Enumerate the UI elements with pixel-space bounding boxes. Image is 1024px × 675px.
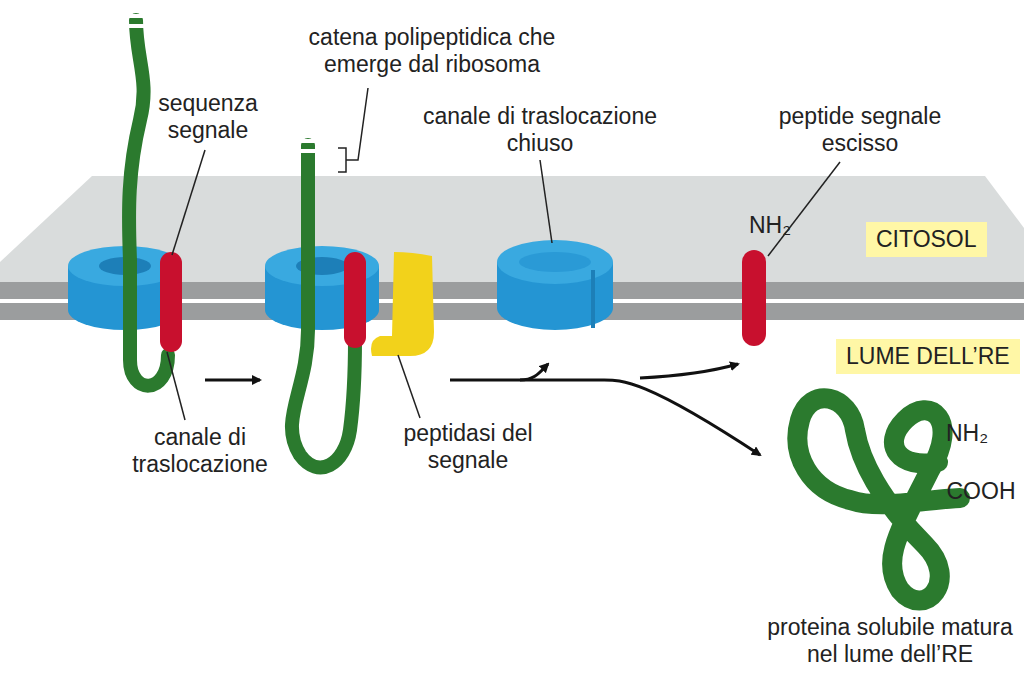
stage-one xyxy=(68,14,182,386)
excised-peptide xyxy=(742,250,766,346)
region-label: CITOSOL xyxy=(876,226,977,253)
region-box: CITOSOL xyxy=(866,222,987,257)
part-label: canale di traslocazione xyxy=(100,424,300,478)
part-label: NH₂ xyxy=(740,212,800,239)
part-label: sequenza segnale xyxy=(148,90,268,144)
part-label: peptide segnale escisso xyxy=(755,103,965,157)
part-label: catena polipeptidica che emerge dal ribo… xyxy=(292,24,572,78)
region-box: LUME DELL’RE xyxy=(836,339,1020,374)
part-label: canale di traslocazione chiuso xyxy=(395,103,685,157)
region-label: LUME DELL’RE xyxy=(846,343,1010,370)
part-label: peptidasi del segnale xyxy=(388,420,548,474)
leader-lines xyxy=(167,88,840,420)
part-label: NH₂ xyxy=(937,420,997,447)
stage-two xyxy=(265,139,434,467)
part-label: proteina solubile matura nel lume dell’R… xyxy=(760,614,1020,668)
part-label: COOH xyxy=(941,478,1021,505)
closed-channel xyxy=(497,240,613,330)
mature-protein xyxy=(797,398,960,600)
